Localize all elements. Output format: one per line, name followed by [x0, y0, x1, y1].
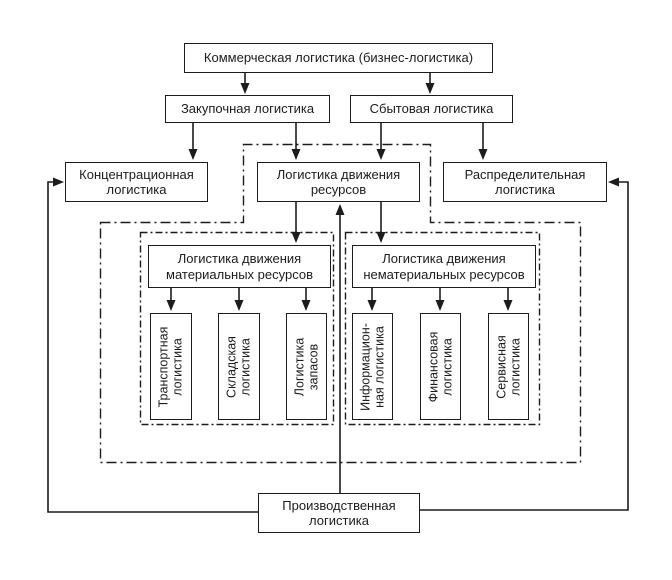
financial-logistics-label: Финансовая логистика — [426, 331, 455, 402]
node-concentration-logistics: Концентрационная логистика — [65, 162, 208, 202]
dashdot-region-border — [99, 143, 582, 464]
information-logistics-label: Информацион-ная логистика — [358, 322, 387, 411]
node-resource-movement-logistics: Логистика движения ресурсов — [257, 162, 420, 202]
node-purchasing-logistics: Закупочная логистика — [165, 95, 330, 123]
material-group-border — [139, 231, 335, 426]
node-commercial-logistics: Коммерческая логистика (бизнес-логистика… — [184, 43, 493, 73]
node-information-logistics: Информацион-ная логистика — [352, 313, 393, 420]
node-sales-logistics: Сбытовая логистика — [350, 95, 513, 123]
node-transport-logistics: Транспортная логистика — [150, 313, 192, 420]
node-inventory-logistics: Логистика запасов — [286, 313, 327, 420]
warehouse-logistics-label: Складская логистика — [224, 335, 253, 398]
transport-logistics-label: Транспортная логистика — [156, 326, 185, 407]
node-nonmaterial-movement-logistics: Логистика движения нематериальных ресурс… — [352, 245, 536, 288]
node-service-logistics: Сервисная логистика — [488, 313, 529, 420]
node-production-logistics: Производственная логистика — [258, 493, 420, 533]
node-distribution-logistics: Распределительная логистика — [443, 162, 607, 202]
node-financial-logistics: Финансовая логистика — [420, 313, 461, 420]
inventory-logistics-label: Логистика запасов — [292, 337, 321, 396]
node-warehouse-logistics: Складская логистика — [218, 313, 260, 420]
arrow-production-concentration — [47, 177, 258, 513]
nonmaterial-group-border — [344, 231, 541, 426]
node-material-movement-logistics: Логистика движения материальных ресурсов — [148, 245, 331, 288]
arrow-production-distribution — [420, 177, 629, 511]
service-logistics-label: Сервисная логистика — [494, 334, 523, 399]
